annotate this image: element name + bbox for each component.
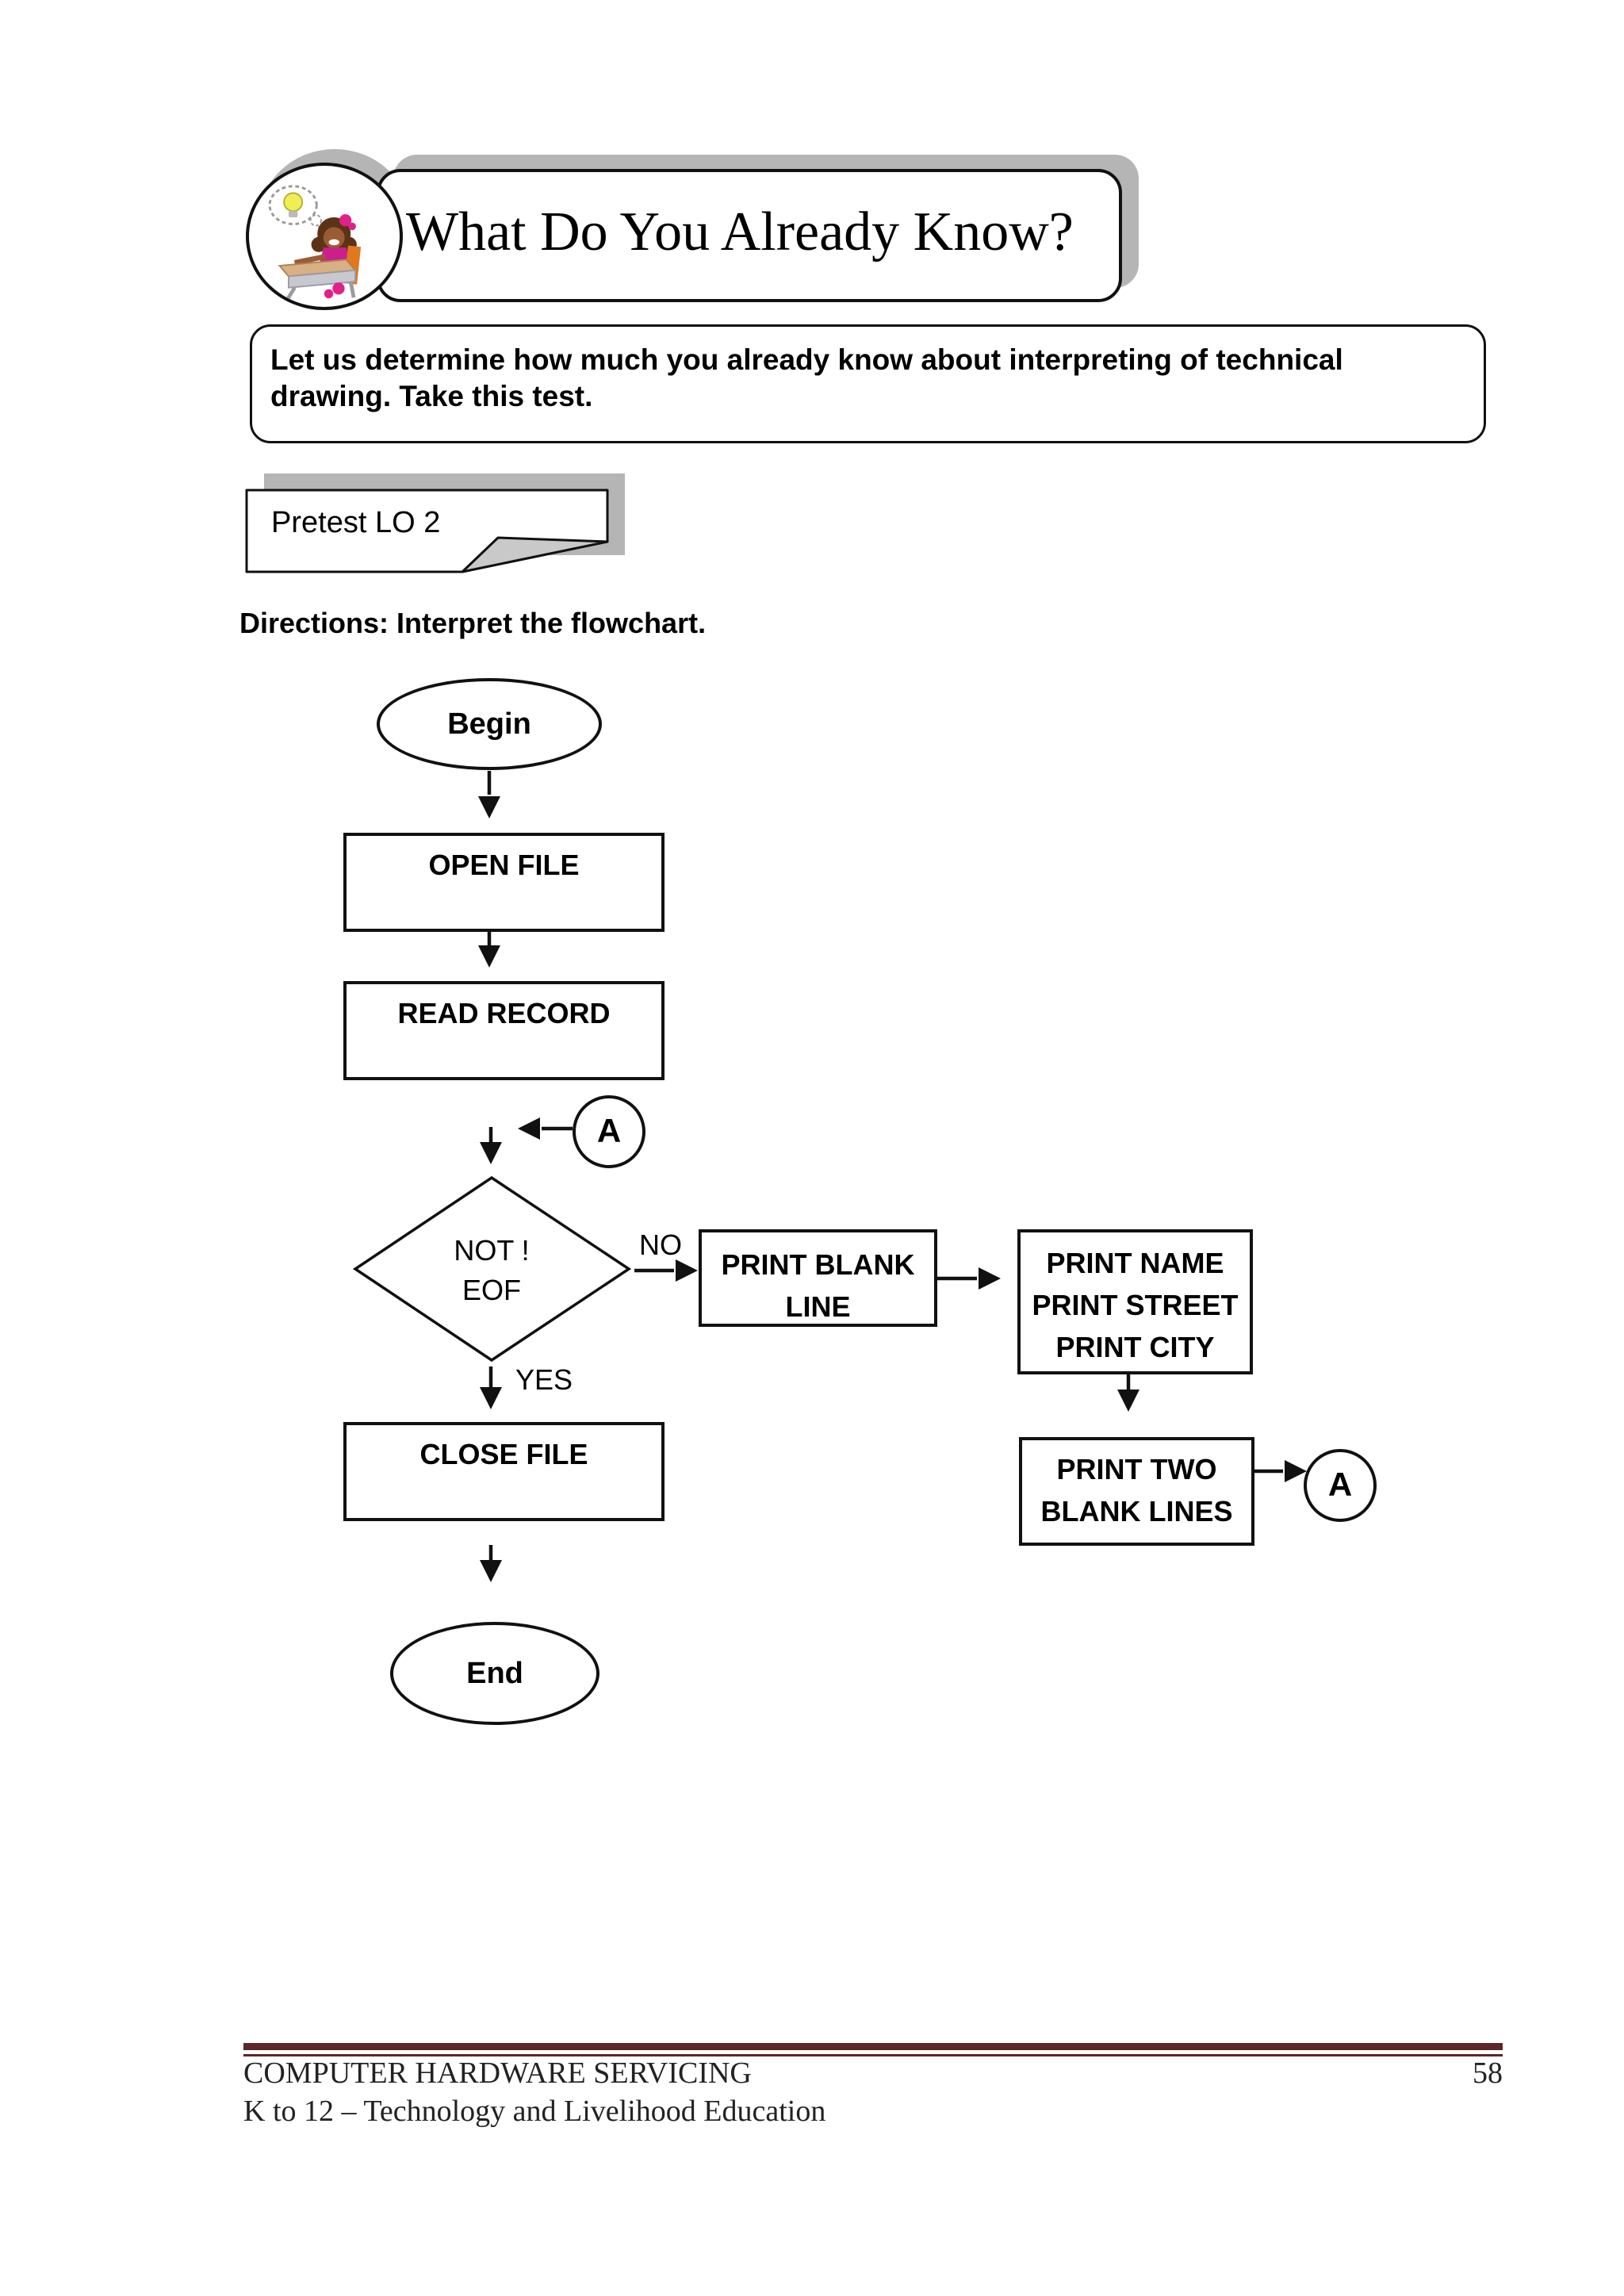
flow-node-print-name-line-3: PRINT CITY: [1055, 1331, 1215, 1363]
footer-rule-thin: [243, 2054, 1503, 2056]
flow-branch-yes: YES: [515, 1363, 573, 1396]
flow-node-print-blank-line-1: PRINT BLANK: [721, 1248, 915, 1281]
student-lightbulb-cartoon-icon: [246, 163, 403, 310]
flow-node-print-blank-line-2: LINE: [785, 1290, 851, 1323]
flow-node-close-file: CLOSE FILE: [343, 1422, 665, 1521]
flow-node-close-file-label: CLOSE FILE: [419, 1438, 588, 1470]
flow-decision-line-2: EOF: [462, 1274, 521, 1306]
pretest-label: Pretest LO 2: [271, 506, 441, 539]
footer-course-title: COMPUTER HARDWARE SERVICING: [243, 2056, 752, 2090]
flow-branch-no: NO: [639, 1228, 682, 1261]
directions-text: Directions: Interpret the flowchart.: [239, 607, 707, 639]
flow-node-print-blank-line: PRINT BLANK LINE: [699, 1229, 937, 1327]
flow-node-read-record-label: READ RECORD: [397, 997, 611, 1029]
intro-box: [250, 324, 1486, 443]
flow-node-print-two-blank-lines: PRINT TWO BLANK LINES: [1019, 1437, 1254, 1546]
flow-node-open-file: OPEN FILE: [343, 833, 665, 932]
flow-node-begin: Begin: [377, 678, 602, 770]
footer-rule-thick: [243, 2043, 1503, 2050]
flow-node-open-file-label: OPEN FILE: [428, 849, 580, 881]
decision-diamond: [352, 1175, 632, 1363]
flow-node-print-two-line-2: BLANK LINES: [1040, 1495, 1233, 1527]
flow-decision-label: NOT ! EOF: [373, 1231, 611, 1310]
flow-node-read-record: READ RECORD: [343, 981, 665, 1080]
pretest-tab-fold-corner: [461, 536, 609, 573]
footer-page-number: 58: [1473, 2056, 1503, 2090]
flow-arrows: [478, 771, 1307, 1582]
flow-connector-a-1: A: [573, 1095, 645, 1168]
flow-decision-line-1: NOT !: [454, 1234, 530, 1267]
intro-line-1: Let us determine how much you already kn…: [270, 343, 1343, 376]
flow-node-print-name-line-2: PRINT STREET: [1032, 1289, 1239, 1321]
flow-node-print-name: PRINT NAME PRINT STREET PRINT CITY: [1017, 1229, 1253, 1374]
flow-node-begin-label: Begin: [447, 707, 531, 741]
title-banner: [377, 169, 1122, 302]
flow-node-end-label: End: [466, 1656, 523, 1690]
flow-connector-a-2: A: [1304, 1449, 1377, 1522]
flow-node-print-two-line-1: PRINT TWO: [1056, 1453, 1217, 1485]
cartoon-drawing: [268, 185, 362, 301]
flow-connector-a-1-label: A: [596, 1112, 622, 1149]
page-title: What Do You Already Know?: [406, 201, 1074, 263]
intro-line-2: drawing. Take this test.: [270, 380, 593, 412]
intro-text: Let us determine how much you already kn…: [270, 342, 1460, 415]
flow-connector-a-2-label: A: [1327, 1466, 1353, 1503]
flow-node-end: End: [390, 1622, 599, 1725]
pretest-tab: [245, 473, 625, 573]
footer-program-title: K to 12 – Technology and Livelihood Educ…: [243, 2095, 826, 2128]
flow-node-print-name-line-1: PRINT NAME: [1046, 1247, 1224, 1279]
